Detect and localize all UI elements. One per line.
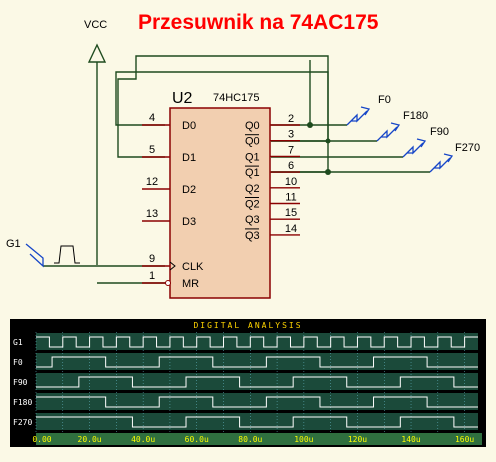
pin-name-q2: Q2	[245, 183, 260, 195]
pin-number-9: 9	[149, 253, 155, 265]
scope-signal-label: F0	[13, 358, 23, 367]
vcc-power-symbol	[87, 43, 107, 265]
scope-lane-f0	[36, 353, 478, 370]
scope-tick-label: 0.00	[32, 435, 51, 444]
pin-number-5: 5	[149, 144, 155, 156]
clock-pulse-icon	[54, 245, 80, 264]
pin-name-d1: D1	[182, 152, 196, 164]
output-arrow-icon	[346, 110, 368, 126]
pin-number-13: 13	[146, 208, 158, 220]
mr-inversion-bubble	[165, 280, 171, 286]
pin-name-d0: D0	[182, 120, 196, 132]
scope-lanes	[36, 333, 478, 430]
pin-name-clk: CLK	[182, 261, 204, 273]
scope-lane-g1	[36, 333, 478, 350]
scope-lane-f180	[36, 393, 478, 410]
pin-number-15: 15	[285, 207, 297, 219]
output-label: F90	[430, 126, 449, 138]
pin-number-1: 1	[149, 270, 155, 282]
page-title: Przesuwnik na 74AC175	[138, 11, 379, 34]
output-f270: F270	[429, 142, 480, 173]
pin-name-q0: Q0	[245, 120, 260, 132]
scope-trace-f0	[36, 356, 478, 368]
output-arrow-icon	[429, 157, 451, 173]
output-arrowhead-icon	[416, 138, 427, 148]
pin-number-10: 10	[285, 176, 297, 188]
scope-signal-label: G1	[13, 338, 23, 347]
pin-name-d3: D3	[182, 216, 196, 228]
output-arrow-icon	[402, 142, 424, 158]
scope-tick-label: 160u	[455, 435, 474, 444]
pin-number-11: 11	[285, 192, 296, 204]
pin-number-4: 4	[149, 112, 155, 124]
output-label: F270	[455, 142, 480, 154]
pin-number-2: 2	[288, 113, 294, 125]
pin-name-q3: Q3	[245, 214, 260, 226]
output-f180: F180	[376, 110, 428, 142]
scope-title: DIGITAL ANALYSIS	[193, 321, 302, 330]
scope-trace-g1	[36, 336, 478, 348]
output-label: F0	[378, 94, 391, 106]
scope-tick-label: 100u	[294, 435, 313, 444]
vcc-label: VCC	[84, 19, 107, 31]
output-f0: F0	[346, 94, 391, 126]
scope-tick-labels: 0.00 20.0u 40.0u 60.0u 80.0u 100u 120u 140u 160u	[32, 435, 474, 444]
scope-trace-f90	[36, 376, 478, 388]
scope-tick-label: 60.0u	[185, 435, 209, 444]
pin-number-14: 14	[285, 223, 297, 235]
chip-part-number: 74HC175	[213, 92, 259, 104]
pin-number-12: 12	[146, 176, 158, 188]
scope-tick-label: 140u	[401, 435, 420, 444]
output-label: F180	[403, 110, 428, 122]
scope-tick-label: 80.0u	[238, 435, 262, 444]
pin-name-q3-bar: Q3	[245, 230, 260, 242]
pin-name-q1: Q1	[245, 151, 260, 163]
g1-input-terminal: G1	[6, 238, 80, 268]
pin-name-d2: D2	[182, 184, 196, 196]
pin-number-7: 7	[288, 144, 294, 156]
scope-tick-label: 20.0u	[78, 435, 102, 444]
scope-trace-f180	[36, 396, 478, 408]
g1-input-label: G1	[6, 238, 21, 250]
output-arrow-icon	[376, 126, 398, 142]
pin-name-mr: MR	[182, 278, 199, 290]
scope-lane-f90	[36, 373, 478, 390]
chip-designator: U2	[172, 90, 193, 107]
wire-junctions	[307, 122, 331, 175]
scope-signal-label: F180	[13, 398, 32, 407]
pin-name-q0-bar: Q0	[245, 136, 260, 148]
output-f90: F90	[402, 126, 449, 158]
scope-tick-label: 120u	[348, 435, 367, 444]
scope-signal-label: F90	[13, 378, 28, 387]
pin-number-3: 3	[288, 129, 294, 141]
scope-tick-label: 40.0u	[131, 435, 155, 444]
pin-number-6: 6	[288, 160, 294, 172]
output-arrowhead-icon	[390, 122, 401, 132]
output-arrowhead-icon	[360, 106, 371, 116]
scope-lane-f270	[36, 413, 478, 430]
scope-trace-f270	[36, 416, 478, 428]
pin-name-q1-bar: Q1	[245, 167, 260, 179]
scope-signal-label: F270	[13, 418, 32, 427]
pin-name-q2-bar: Q2	[245, 199, 260, 211]
output-arrowhead-icon	[443, 153, 454, 163]
scope-traces	[36, 336, 478, 428]
scope-axis-bar	[36, 433, 482, 445]
chip-body	[169, 107, 271, 299]
clock-edge-icon	[169, 261, 176, 271]
g1-input-arrow-icon	[25, 243, 44, 268]
